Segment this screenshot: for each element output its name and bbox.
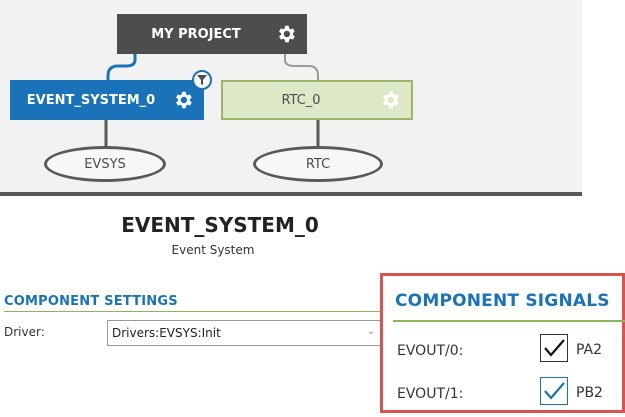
component-title: EVENT_SYSTEM_0 bbox=[121, 213, 319, 237]
filter-icon[interactable] bbox=[192, 70, 212, 90]
signal-checkbox-evout0[interactable] bbox=[540, 334, 568, 362]
signal-label-evout0: EVOUT/0: bbox=[397, 343, 464, 359]
signals-heading-underline bbox=[393, 320, 625, 322]
rtc-node[interactable]: RTC_0 bbox=[221, 80, 413, 120]
signal-label-evout1: EVOUT/1: bbox=[397, 386, 464, 402]
event-system-node-label: EVENT_SYSTEM_0 bbox=[26, 92, 156, 108]
evsys-driver-node[interactable]: EVSYS bbox=[44, 146, 166, 182]
chevron-down-icon: ⌄ bbox=[366, 326, 375, 337]
gear-icon[interactable] bbox=[172, 89, 194, 111]
diagram-canvas[interactable]: MY PROJECT EVENT_SYSTEM_0 RTC_0 EVSYS RT… bbox=[0, 0, 582, 194]
signal-pin-pb2: PB2 bbox=[576, 385, 603, 401]
signal-checkbox-evout1[interactable] bbox=[540, 377, 568, 405]
panel-divider[interactable] bbox=[0, 192, 582, 196]
rtc-driver-label: RTC bbox=[305, 156, 331, 172]
project-node-label: MY PROJECT bbox=[151, 26, 241, 42]
signal-pin-pa2: PA2 bbox=[576, 342, 603, 358]
evsys-driver-label: EVSYS bbox=[84, 156, 126, 172]
event-system-node[interactable]: EVENT_SYSTEM_0 bbox=[10, 80, 204, 120]
connector-lines bbox=[104, 54, 320, 146]
driver-select-value: Drivers:EVSYS:Init bbox=[112, 326, 221, 340]
component-settings-heading: COMPONENT SETTINGS bbox=[4, 294, 404, 312]
driver-select[interactable]: Drivers:EVSYS:Init ⌄ bbox=[107, 320, 382, 346]
gear-icon[interactable] bbox=[275, 23, 297, 45]
rtc-driver-node[interactable]: RTC bbox=[253, 146, 383, 182]
component-subtitle: Event System bbox=[171, 243, 255, 257]
gear-icon[interactable] bbox=[379, 89, 401, 111]
checkmark-icon bbox=[544, 339, 565, 357]
rtc-node-label: RTC_0 bbox=[281, 92, 321, 108]
component-signals-panel: COMPONENT SIGNALS EVOUT/0: PA2 EVOUT/1: … bbox=[380, 273, 625, 413]
driver-label: Driver: bbox=[4, 325, 45, 339]
checkmark-icon bbox=[544, 382, 565, 400]
component-signals-heading: COMPONENT SIGNALS bbox=[395, 291, 610, 311]
project-node[interactable]: MY PROJECT bbox=[117, 14, 307, 54]
